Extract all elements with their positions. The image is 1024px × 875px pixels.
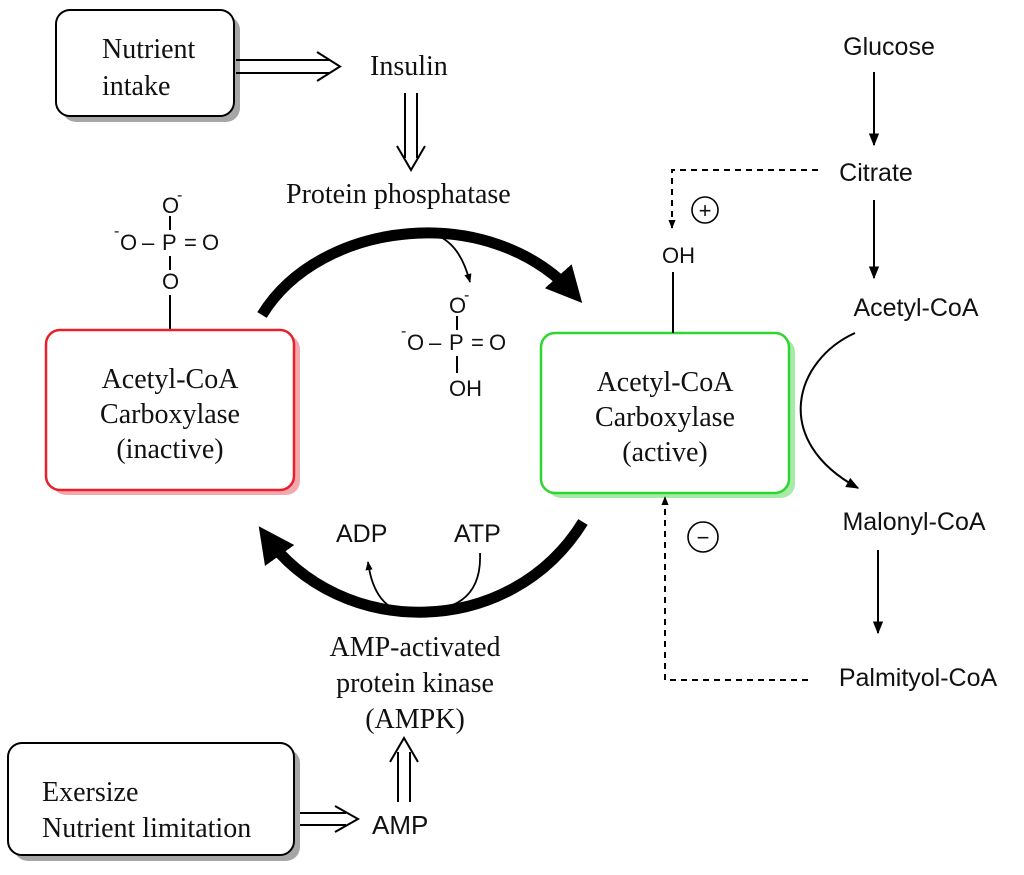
- malonylcoa-label: Malonyl-CoA: [842, 508, 985, 536]
- acc-active-line-3: (active): [622, 437, 708, 468]
- free-phosphate-double-bond: =: [471, 330, 484, 355]
- free-phosphate-left-charge: -: [401, 323, 406, 340]
- free-phosphate-right-oxygen: O: [489, 330, 506, 355]
- acetylcoa-to-malonylcoa-arrow: [799, 332, 860, 489]
- atp-label: ATP: [454, 520, 501, 548]
- activator-symbol: +: [699, 198, 712, 223]
- free-phosphate-phosphorus: P: [449, 330, 464, 355]
- active-hydroxyl-label: OH: [662, 243, 695, 268]
- acc-active-line-2: Carboxylase: [595, 402, 735, 433]
- ampk-line-2: protein kinase: [336, 668, 494, 699]
- insulin-to-phosphatase-arrow: [396, 93, 426, 172]
- exercise-to-amp-arrow: [300, 805, 361, 833]
- free-phosphate-top-charge: -: [464, 287, 469, 304]
- inhibitor-minus-icon: −: [687, 521, 719, 553]
- acc-active-box: Acetyl-CoA Carboxylase (active): [539, 331, 795, 498]
- phosphate-bottom-oxygen: O: [162, 269, 179, 294]
- phosphate-left-charge: -: [114, 223, 119, 240]
- phosphate-double-bond: =: [184, 230, 197, 255]
- phosphate-top-oxygen: O: [162, 193, 179, 218]
- acc-inactive-line-1: Acetyl-CoA: [102, 364, 240, 395]
- citrate-label: Citrate: [839, 159, 913, 187]
- adp-label: ADP: [336, 520, 387, 548]
- free-phosphate-hydroxyl: OH: [449, 376, 482, 401]
- acc-inactive-line-2: Carboxylase: [100, 399, 240, 430]
- atp-to-adp-arrow: [365, 552, 481, 613]
- phosphate-left-oxygen: O: [120, 230, 137, 255]
- nutrient-intake-line-1: Nutrient: [102, 34, 196, 65]
- acetylcoa-label: Acetyl-CoA: [853, 294, 978, 322]
- citrate-activation-line: [668, 169, 818, 229]
- phosphate-right-oxygen: O: [202, 230, 219, 255]
- amp-to-ampk-arrow: [389, 736, 419, 802]
- nutrient-intake-box: Nutrient intake: [55, 9, 240, 122]
- ampk-line-1: AMP-activated: [329, 632, 500, 663]
- phosphorylation-arrow: [258, 519, 588, 618]
- amp-label: AMP: [372, 810, 428, 840]
- acc-inactive-line-3: (inactive): [116, 434, 223, 465]
- palmitoylcoa-label: Palmityol-CoA: [839, 664, 998, 692]
- exercise-line-2: Nutrient limitation: [42, 813, 251, 844]
- phosphate-left-bond: –: [142, 230, 155, 255]
- palmitoylcoa-inhibition-line: [661, 496, 808, 681]
- exercise-line-1: Exersize: [42, 777, 138, 808]
- nutrient-to-insulin-arrow: [236, 51, 342, 82]
- exercise-box: Exersize Nutrient limitation: [7, 742, 300, 861]
- acc-active-line-1: Acetyl-CoA: [597, 367, 735, 398]
- activator-plus-icon: +: [691, 196, 719, 224]
- nutrient-intake-line-2: intake: [102, 71, 170, 102]
- attached-phosphate-group: O - - O – P = O O: [114, 187, 219, 330]
- acc-inactive-box: Acetyl-CoA Carboxylase (inactive): [44, 328, 300, 495]
- phosphate-phosphorus: P: [162, 230, 177, 255]
- insulin-label: Insulin: [370, 51, 448, 82]
- phosphate-top-charge: -: [177, 187, 182, 204]
- glucose-label: Glucose: [843, 33, 935, 61]
- protein-phosphatase-label: Protein phosphatase: [286, 179, 511, 210]
- inhibitor-symbol: −: [697, 525, 710, 550]
- free-phosphate-top-oxygen: O: [449, 293, 466, 318]
- free-phosphate-left-bond: –: [429, 330, 442, 355]
- dephosphorylation-arrow: [257, 227, 583, 318]
- released-phosphate-group: O - - O – P = O OH: [401, 287, 506, 401]
- phosphate-release-arrow: [424, 229, 472, 283]
- free-phosphate-left-oxygen: O: [407, 330, 424, 355]
- ampk-line-3: (AMPK): [365, 704, 465, 735]
